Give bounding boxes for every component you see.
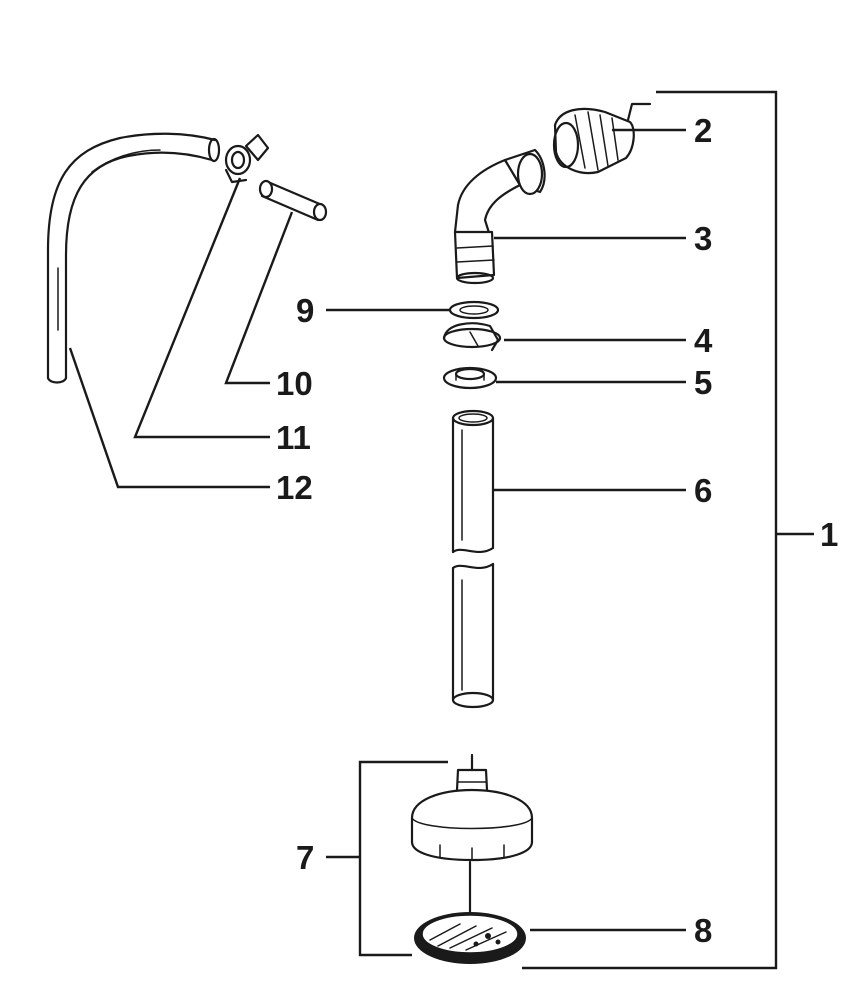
bracket-7 — [326, 760, 448, 957]
bracket-1 — [522, 90, 814, 970]
leader-lines — [68, 90, 814, 970]
strainer-screen-part — [414, 860, 526, 964]
callout-12: 12 — [276, 469, 313, 506]
callout-7: 7 — [296, 839, 314, 876]
leader-12 — [68, 347, 270, 489]
callout-9: 9 — [296, 292, 314, 329]
strainer-body-part — [410, 753, 534, 862]
knurled-nut-part — [552, 102, 652, 175]
retaining-clip-part — [442, 322, 502, 352]
callout-1: 1 — [820, 516, 838, 553]
curved-hose-part — [46, 132, 221, 384]
o-ring-part — [448, 300, 500, 320]
connector-pin-part — [258, 179, 328, 222]
hose-clamp-part — [224, 133, 270, 184]
callout-11: 11 — [276, 419, 311, 456]
callout-4: 4 — [694, 322, 713, 359]
leader-10 — [224, 211, 294, 385]
washer-part — [442, 366, 498, 390]
callout-3: 3 — [694, 220, 712, 257]
callout-5: 5 — [694, 364, 712, 401]
suction-tube-part — [451, 409, 495, 709]
callout-10: 10 — [276, 365, 313, 402]
callout-2: 2 — [694, 112, 712, 149]
elbow-fitting-part — [453, 148, 546, 285]
callout-6: 6 — [694, 472, 712, 509]
callout-8: 8 — [694, 912, 712, 949]
leader-11 — [133, 177, 270, 439]
